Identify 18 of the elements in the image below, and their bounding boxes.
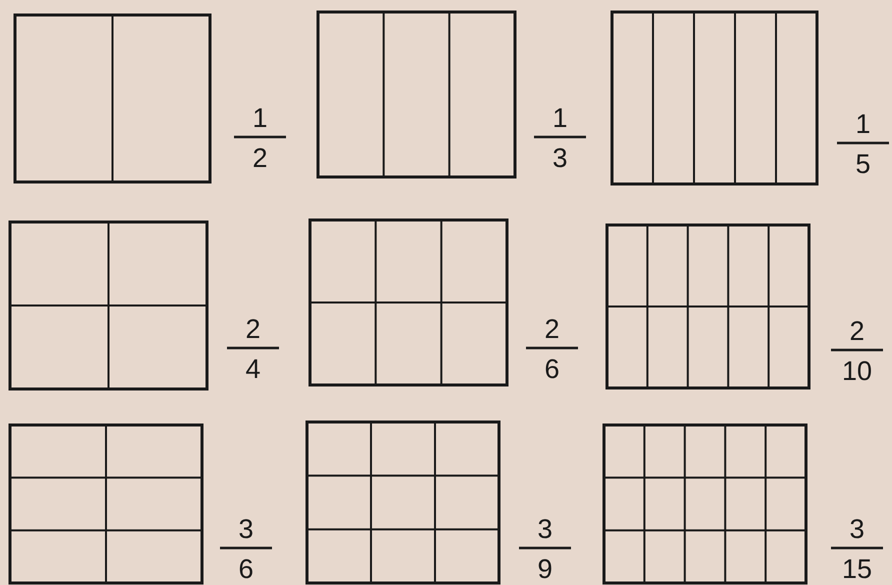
- fraction-number: 4: [244, 354, 262, 384]
- fraction-number: 6: [237, 554, 255, 584]
- fraction-number: 3: [848, 514, 866, 544]
- fraction-number: 10: [840, 356, 874, 386]
- fraction-number: 3: [237, 514, 255, 544]
- fraction-number: 9: [536, 554, 554, 584]
- fraction-number: 6: [543, 354, 561, 384]
- fraction-number: 2: [251, 143, 269, 173]
- fraction-number: 1: [251, 103, 269, 133]
- fraction-number: 1: [551, 103, 569, 133]
- fraction-number: 1: [854, 109, 872, 139]
- fraction-number: 15: [840, 554, 874, 584]
- fraction-number: 2: [543, 314, 561, 344]
- fraction-number: 2: [244, 314, 262, 344]
- fraction-number: 3: [536, 514, 554, 544]
- fraction-number: 3: [551, 143, 569, 173]
- fraction-number: 2: [848, 316, 866, 346]
- fraction-number: 5: [854, 149, 872, 179]
